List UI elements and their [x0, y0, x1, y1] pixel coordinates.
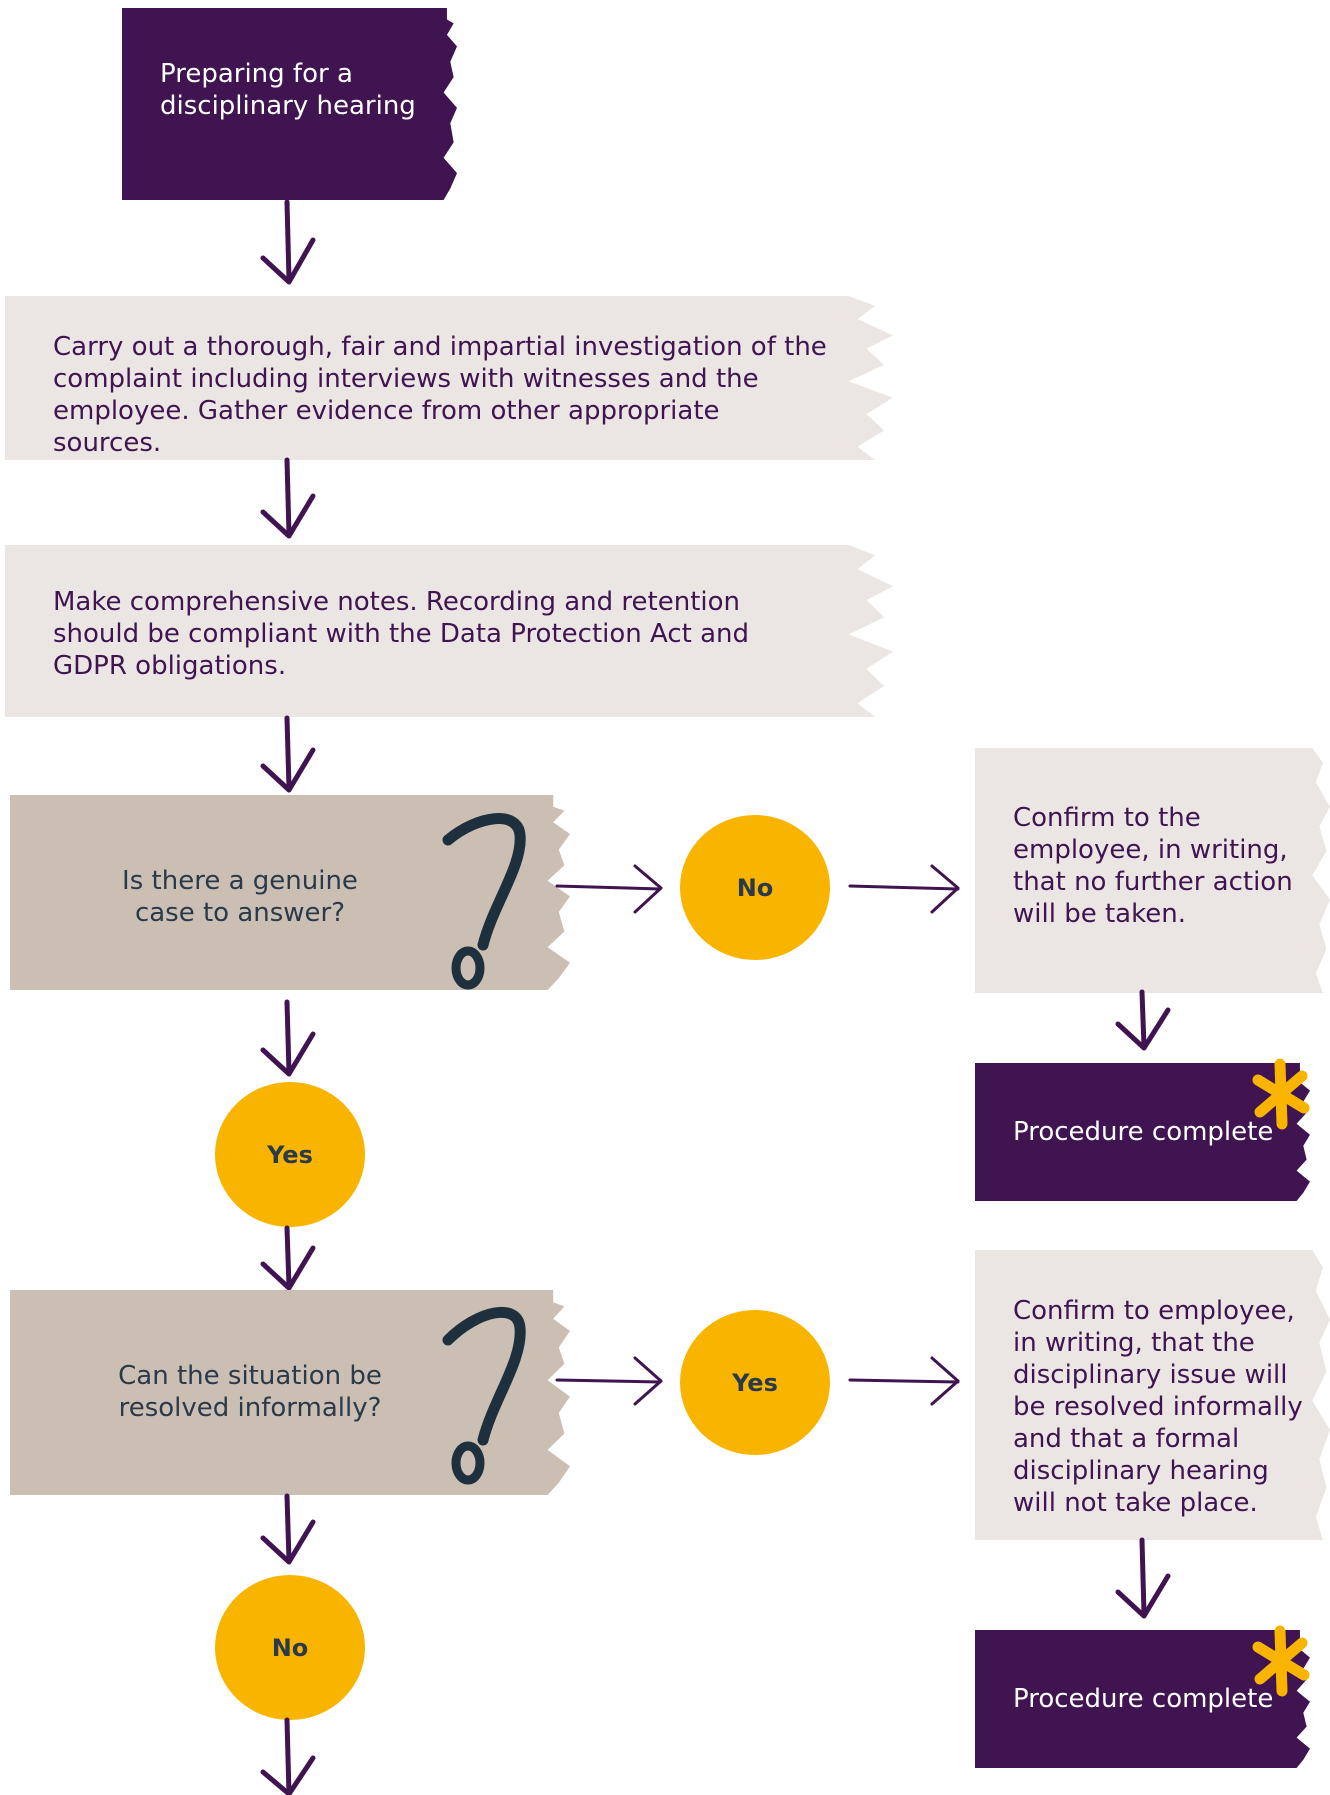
no-further-action-box: Confirm to the employee, in writing, tha…: [975, 748, 1330, 993]
right-arrow-icon: [555, 1356, 663, 1406]
yes-label: Yes: [732, 1368, 778, 1397]
no-circle: No: [215, 1575, 365, 1720]
procedure-complete-label: Procedure complete: [1013, 1684, 1274, 1714]
procedure-complete-label: Procedure complete: [1013, 1117, 1274, 1147]
right-arrow-icon: [555, 864, 663, 914]
resolved-informally-text: Confirm to employee, in writing, that th…: [1013, 1296, 1303, 1518]
yes-circle: Yes: [680, 1310, 830, 1455]
no-circle: No: [680, 815, 830, 960]
procedure-complete-box: Procedure complete: [975, 1063, 1310, 1201]
decision-resolve-informally-question: Can the situation be resolved informally…: [118, 1361, 382, 1423]
investigation-text: Carry out a thorough, fair and impartial…: [53, 332, 827, 458]
procedure-complete-box: Procedure complete: [975, 1630, 1310, 1768]
resolved-informally-box: Confirm to employee, in writing, that th…: [975, 1250, 1330, 1540]
right-arrow-icon: [848, 864, 960, 914]
no-further-action-text: Confirm to the employee, in writing, tha…: [1013, 803, 1293, 929]
star-burst-icon: [1252, 1058, 1310, 1130]
yes-circle: Yes: [215, 1082, 365, 1227]
down-arrow-icon: [260, 1225, 316, 1291]
start-box: Preparing for a disciplinary hearing: [122, 8, 457, 200]
down-arrow-icon: [1115, 1537, 1171, 1619]
question-mark-icon: [442, 813, 526, 990]
no-label: No: [271, 1633, 309, 1662]
question-mark-icon: [442, 1306, 526, 1485]
down-arrow-icon: [260, 1717, 316, 1795]
down-arrow-icon: [260, 457, 316, 539]
notes-text: Make comprehensive notes. Recording and …: [53, 587, 750, 681]
down-arrow-icon: [260, 199, 316, 285]
yes-label: Yes: [267, 1140, 313, 1169]
down-arrow-icon: [260, 999, 316, 1077]
investigation-step: Carry out a thorough, fair and impartial…: [5, 296, 893, 460]
notes-step: Make comprehensive notes. Recording and …: [5, 545, 893, 717]
star-burst-icon: [1252, 1625, 1310, 1697]
no-label: No: [736, 873, 774, 902]
decision-genuine-case-question: Is there a genuine case to answer?: [122, 866, 358, 928]
down-arrow-icon: [260, 1493, 316, 1565]
start-label: Preparing for a disciplinary hearing: [160, 59, 416, 121]
down-arrow-icon: [260, 715, 316, 793]
down-arrow-icon: [1115, 989, 1171, 1051]
right-arrow-icon: [848, 1356, 960, 1406]
